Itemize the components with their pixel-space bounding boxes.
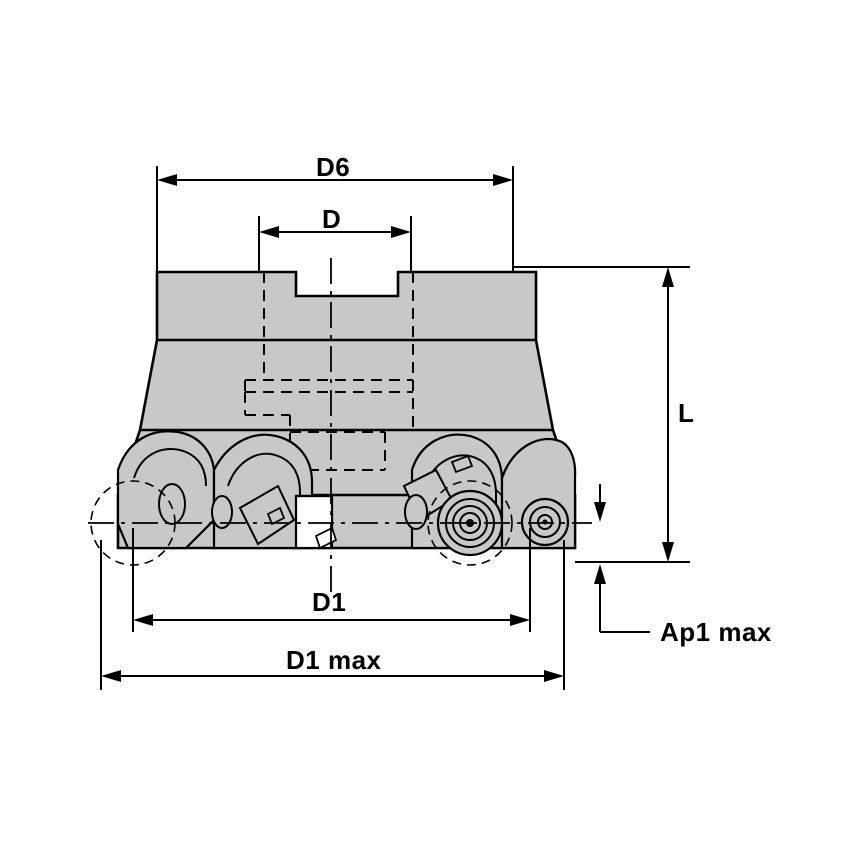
flank-left-inner (227, 452, 301, 540)
d1-arrow-left (133, 614, 153, 626)
d1-arrow-right (510, 614, 530, 626)
flank-right-inner (425, 454, 497, 540)
hidden-bore-lines (244, 272, 414, 471)
pocket-left-seat (238, 484, 296, 546)
dimension-label-ap1max: Ap1 max (660, 617, 772, 647)
dimension-label-d6: D6 (316, 152, 351, 182)
d-arrow-right (391, 226, 411, 238)
detail-nick-b (450, 454, 474, 474)
dimension-d (258, 216, 412, 272)
d-arrow-left (259, 226, 279, 238)
detail-nick-a (266, 506, 286, 526)
dimension-ap1max (594, 484, 650, 633)
ap1-arrow-up (594, 564, 606, 584)
insert-screw-left-inner (211, 495, 233, 529)
dimension-label-d: D (322, 204, 342, 234)
insert-pockets (116, 430, 577, 557)
screw-head-right-outer (520, 497, 570, 547)
centerlines (88, 258, 592, 595)
dimension-label-l: L (678, 398, 695, 428)
l-arrow-top (662, 267, 674, 287)
dimension-d1 (132, 528, 531, 632)
l-arrow-bottom (662, 542, 674, 562)
d6-arrow-left (157, 174, 177, 186)
d6-arrow-right (493, 174, 513, 186)
dimension-l (513, 266, 690, 563)
ap1-arrow-down (594, 502, 606, 522)
dimension-d1max (100, 540, 565, 690)
insert-screw-right-inner (404, 494, 428, 530)
dimension-d6 (156, 166, 514, 272)
d1max-arrow-right (544, 670, 564, 682)
d1max-arrow-left (101, 670, 121, 682)
insert-screw-left (158, 483, 186, 525)
pocket-left-inner-curve (133, 448, 207, 487)
dimension-label-d1max: D1 max (286, 645, 382, 675)
dimension-label-d1: D1 (312, 587, 347, 617)
